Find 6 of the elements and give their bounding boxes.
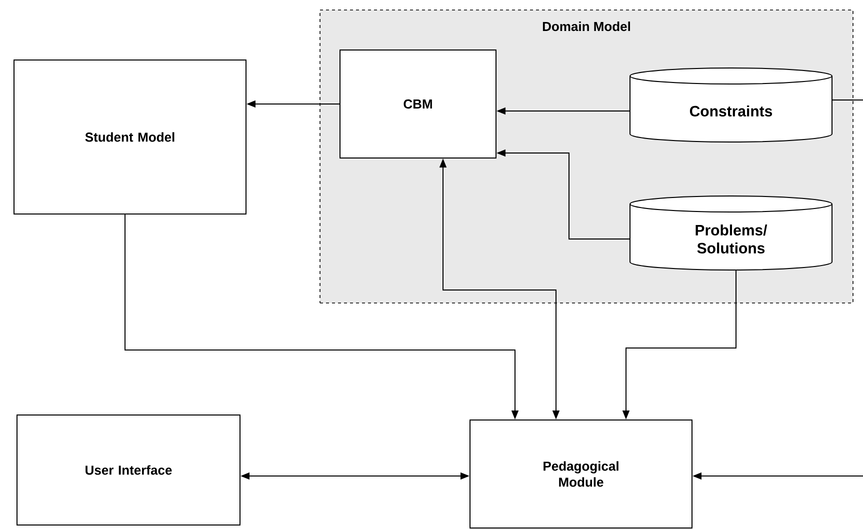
database-cylinder: Constraints — [630, 68, 832, 142]
database-cylinder: Problems/ Solutions — [630, 196, 832, 270]
process-box: CBM — [340, 50, 496, 158]
process-box: User Interface — [16, 414, 240, 526]
process-box: Student Model — [14, 60, 246, 214]
process-box: Pedagogical Module — [470, 420, 692, 528]
